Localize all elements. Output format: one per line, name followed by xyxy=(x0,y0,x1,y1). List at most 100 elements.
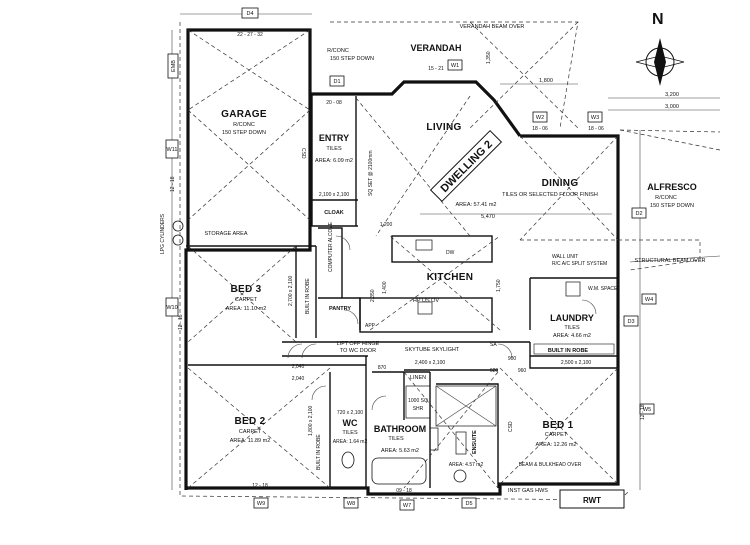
svg-text:D2: D2 xyxy=(635,211,642,217)
dim-1800: 1,800 xyxy=(539,78,553,84)
tag-d1: D1 xyxy=(329,75,345,87)
pantry-label: PANTRY xyxy=(329,306,351,312)
shr-label: SHR xyxy=(413,406,424,412)
laundry-area: AREA: 4.66 m2 xyxy=(553,333,591,339)
dimension-labels: 3,200 3,000 1,800 1,350 5,470 1,200 1,40… xyxy=(170,32,679,494)
verandah-beam-note: VERANDAH BEAM OVER xyxy=(460,24,525,30)
storage-label: STORAGE AREA xyxy=(205,231,248,237)
dim-2040-a: 2,040 xyxy=(292,364,305,370)
alfresco-label: ALFRESCO xyxy=(647,182,697,192)
ensuite-toilet xyxy=(453,469,467,483)
alfresco-step: 150 STEP DOWN xyxy=(650,203,694,209)
svg-text:D4: D4 xyxy=(246,11,253,17)
bed3-carpet: CARPET xyxy=(235,297,258,303)
dim-2100x2100: 2,100 x 2,100 xyxy=(319,192,350,198)
dim-15-21: 15 - 21 xyxy=(428,66,444,72)
roof-lines xyxy=(179,21,721,501)
beam-bulkhead-note: BEAM & BULKHEAD OVER xyxy=(519,462,582,468)
tag-d3: D3 xyxy=(623,315,639,327)
dim-2350: 2,350 xyxy=(370,289,376,302)
bed2-area: AREA: 11.89 m2 xyxy=(230,438,271,444)
dining-label: DINING xyxy=(542,178,579,189)
shower-cross xyxy=(435,385,497,427)
sq-set-note: SQ SET @ 2100mm xyxy=(368,150,374,196)
dim-620: 620 xyxy=(490,368,499,374)
garage-label: GARAGE xyxy=(221,109,267,120)
dim-2040-b: 2,040 xyxy=(292,376,305,382)
dining-area: AREA: 57.41 m2 xyxy=(456,202,497,208)
dim-960: 960 xyxy=(518,368,527,374)
fixtures xyxy=(172,220,615,485)
csd-label-ens: CSD xyxy=(508,421,514,432)
verandah-step: 150 STEP DOWN xyxy=(330,56,374,62)
wc-area: AREA: 1.64 m2 xyxy=(333,439,368,445)
bathroom-label: BATHROOM xyxy=(374,424,426,434)
skytube-label: SKYTUBE SKYLIGHT xyxy=(405,347,460,353)
dim-3000: 3,000 xyxy=(665,104,679,110)
dim-2400x2100: 2,400 x 2,100 xyxy=(415,360,446,366)
marker-tags: D4 EMB W11 W10 D1 W1 W2 W3 D2 D3 W4 W5 W… xyxy=(165,7,657,511)
linen-label: LINEN xyxy=(410,375,426,381)
csd-label-entry: CSD xyxy=(300,148,306,159)
dim-18-06-a: 18 - 06 xyxy=(532,126,548,132)
compass-north-label: N xyxy=(652,11,664,28)
tag-d5: D5 xyxy=(461,497,477,509)
dim-900: 900 xyxy=(508,356,517,362)
kitchen-sink xyxy=(415,239,433,251)
svg-text:D3: D3 xyxy=(627,319,634,325)
svg-text:W4: W4 xyxy=(645,297,653,303)
dimension-lines xyxy=(171,13,721,490)
dim-3200: 3,200 xyxy=(665,92,679,98)
svg-text:W9: W9 xyxy=(257,501,265,507)
dim-12-18-bottom: 12 - 18 xyxy=(252,483,268,489)
svg-text:EMB: EMB xyxy=(171,60,177,72)
tag-d2: D2 xyxy=(631,207,647,219)
tag-w7: W7 xyxy=(399,499,415,511)
svg-text:W11: W11 xyxy=(167,147,178,153)
dim-2500x2100: 2,500 x 2,100 xyxy=(561,360,592,366)
computer-alcove-label: COMPUTER ALCOVE xyxy=(328,221,334,272)
dim-870: 870 xyxy=(378,365,387,371)
garage-step: 150 STEP DOWN xyxy=(222,130,266,136)
dining-finish: TILES OR SELECTED FLOOR FINISH xyxy=(502,192,598,198)
tag-w1: W1 xyxy=(447,59,463,71)
structural-beam-note: STRUCTURAL BEAM OVER xyxy=(634,258,705,264)
bed3-label: BED 3 xyxy=(231,284,262,295)
bed2-label: BED 2 xyxy=(235,416,266,427)
bed1-robe-label: BUILT IN ROBE xyxy=(548,348,589,354)
entry-area: AREA: 6.09 m2 xyxy=(315,158,353,164)
dim-720x2100: 720 x 2,100 xyxy=(337,410,363,416)
wc-tiles: TILES xyxy=(342,430,358,436)
wc-label: WC xyxy=(343,418,358,428)
dim-09-18: 09 - 18 xyxy=(396,488,412,494)
svg-text:W8: W8 xyxy=(347,501,355,507)
svg-text:W10: W10 xyxy=(166,305,177,311)
svg-text:W3: W3 xyxy=(591,115,599,121)
lpg-label: LPG CYLINDERS xyxy=(160,213,166,254)
tag-d4: D4 xyxy=(241,7,259,19)
tag-w9: W9 xyxy=(253,497,269,509)
tag-w8: W8 xyxy=(343,497,359,509)
tag-w5: W5 xyxy=(639,403,655,415)
wall-unit-label: WALL UNIT xyxy=(552,254,578,260)
dim-5470: 5,470 xyxy=(481,214,495,220)
bed3-area: AREA: 11.10 m2 xyxy=(226,306,267,312)
svg-text:D5: D5 xyxy=(465,501,472,507)
bed1-carpet: CARPET xyxy=(545,432,568,438)
bath-tiles: TILES xyxy=(388,436,404,442)
sa-label: SA xyxy=(490,342,497,348)
living-label: LIVING xyxy=(426,122,461,133)
dim-20-08: 20 - 08 xyxy=(326,100,342,106)
robe-rail xyxy=(533,343,615,355)
lift-off-label: LIFT OFF HINGE xyxy=(337,341,380,347)
dim-2700x2100: 2,700 x 2,100 xyxy=(288,275,294,306)
laundry-label: LAUNDRY xyxy=(550,313,594,323)
svg-text:W2: W2 xyxy=(536,115,544,121)
tag-w3: W3 xyxy=(587,111,603,123)
cooktop xyxy=(417,301,433,315)
alfresco-conc: R/CONC xyxy=(655,195,677,201)
dwelling-label: DWELLING 2 xyxy=(438,138,494,194)
dwelling-banner: DWELLING 2 xyxy=(429,129,503,203)
ensuite-area: AREA: 4.57 m2 xyxy=(449,462,484,468)
